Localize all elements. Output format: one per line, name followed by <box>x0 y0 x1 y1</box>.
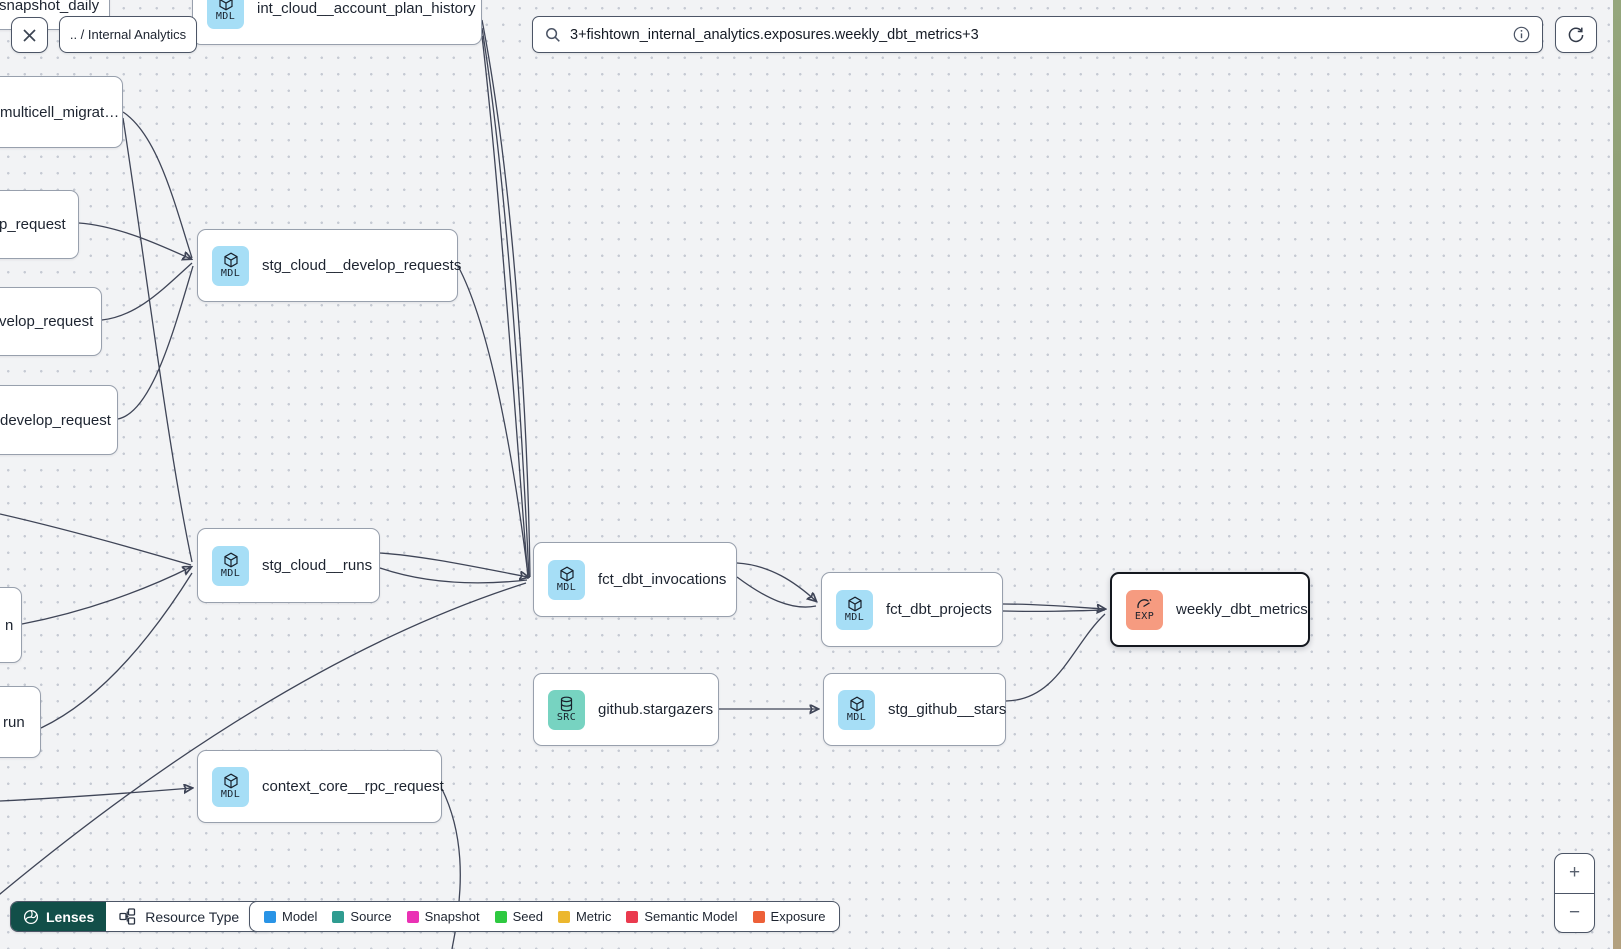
search-icon <box>546 27 560 42</box>
node-run-partial[interactable]: run <box>0 686 41 758</box>
node-label: stg_github__stars <box>888 701 1007 718</box>
lenses-icon <box>23 909 39 924</box>
cube-icon <box>849 696 864 712</box>
legend-item: Seed <box>494 909 543 924</box>
node-stg-cloud-develop-requests[interactable]: MDL stg_cloud__develop_requests <box>197 229 462 302</box>
breadcrumb[interactable]: .. / Internal Analytics <box>59 16 197 53</box>
node-label: int_cloud__account_plan_history <box>257 0 476 17</box>
exposure-badge: EXP <box>1126 589 1163 630</box>
cube-icon <box>223 552 238 568</box>
breadcrumb-label: .. / Internal Analytics <box>69 27 187 42</box>
model-badge: MDL <box>212 545 249 586</box>
source-badge: SRC <box>548 689 585 730</box>
zoom-out-button[interactable]: − <box>1568 901 1581 923</box>
node-fct-dbt-invocations[interactable]: MDL fct_dbt_invocations <box>533 542 737 617</box>
node-label: velop_request <box>0 313 94 330</box>
node-multicell-migration[interactable]: multicell_migrat… <box>0 76 123 148</box>
close-button[interactable] <box>11 17 48 53</box>
search-bar <box>532 16 1543 53</box>
node-label: weekly_dbt_metrics <box>1176 601 1308 618</box>
legend-swatch <box>494 910 507 923</box>
node-develop-request[interactable]: develop_request <box>0 385 118 455</box>
node-label: stg_cloud__runs <box>262 557 373 574</box>
lenses-label: Lenses <box>46 908 95 925</box>
node-velop-request[interactable]: velop_request <box>0 287 102 356</box>
legend-swatch <box>406 910 419 923</box>
zoom-in-button[interactable]: + <box>1555 854 1594 894</box>
node-stg-github-stars[interactable]: MDL stg_github__stars <box>823 673 1006 746</box>
desktop-edge-strip <box>1613 0 1621 949</box>
lenses-toolbar: Lenses Resource Type <box>10 901 275 932</box>
node-weekly-dbt-metrics[interactable]: EXP weekly_dbt_metrics <box>1110 572 1310 647</box>
resource-type-legend: Model Source Snapshot Seed Metric Semant… <box>249 901 841 932</box>
resource-type-dropdown[interactable]: Resource Type <box>106 902 274 931</box>
node-snapshot-daily[interactable]: snapshot_daily <box>0 0 110 30</box>
legend-swatch <box>557 910 570 923</box>
node-label: develop_request <box>0 411 111 429</box>
resource-type-label: Resource Type <box>145 908 240 925</box>
node-github-stargazers[interactable]: SRC github.stargazers <box>533 673 719 746</box>
legend-item: Metric <box>557 909 611 924</box>
resource-type-icon <box>119 908 136 925</box>
cube-icon <box>223 773 238 789</box>
model-badge: MDL <box>207 0 244 29</box>
node-n-partial[interactable]: n <box>0 587 22 663</box>
model-badge: MDL <box>212 245 249 286</box>
model-badge: MDL <box>838 689 875 730</box>
model-badge: MDL <box>548 559 585 600</box>
node-int-cloud-account-plan-history[interactable]: MDL int_cloud__account_plan_history <box>192 0 482 45</box>
node-label: p_request <box>0 216 66 233</box>
legend-swatch <box>264 910 276 923</box>
legend-swatch <box>626 910 639 923</box>
info-icon[interactable] <box>1513 26 1530 43</box>
legend-item: Exposure <box>752 909 825 924</box>
legend-swatch <box>332 910 345 923</box>
node-label: fct_dbt_projects <box>886 601 992 618</box>
node-label: run <box>3 713 25 731</box>
node-p-request[interactable]: p_request <box>0 190 79 259</box>
refresh-icon <box>1568 27 1584 42</box>
cube-icon <box>223 252 238 268</box>
search-input[interactable] <box>570 26 1504 43</box>
cube-icon <box>559 566 574 582</box>
legend-item: Semantic Model <box>626 909 738 924</box>
legend-item: Model <box>264 909 317 924</box>
node-label: snapshot_daily <box>0 0 100 14</box>
node-label: n <box>5 616 14 634</box>
node-stg-cloud-runs[interactable]: MDL stg_cloud__runs <box>197 528 380 603</box>
node-context-core-rpc-request[interactable]: MDL context_core__rpc_request <box>197 750 444 823</box>
legend-item: Snapshot <box>406 909 480 924</box>
node-fct-dbt-projects[interactable]: MDL fct_dbt_projects <box>821 572 1003 647</box>
node-label: context_core__rpc_request <box>262 778 444 795</box>
legend-item: Source <box>332 909 392 924</box>
node-label: multicell_migrat… <box>0 103 120 121</box>
zoom-controls: + − <box>1554 853 1595 933</box>
gauge-icon <box>1137 598 1152 609</box>
model-badge: MDL <box>212 766 249 807</box>
node-label: stg_cloud__develop_requests <box>262 257 462 274</box>
cube-icon <box>218 0 233 11</box>
cube-icon <box>847 596 862 612</box>
refresh-button[interactable] <box>1555 16 1597 53</box>
legend-swatch <box>752 910 765 923</box>
model-badge: MDL <box>836 589 873 630</box>
lenses-button[interactable]: Lenses <box>11 902 107 931</box>
database-icon <box>560 696 573 712</box>
node-label: fct_dbt_invocations <box>598 571 727 588</box>
node-label: github.stargazers <box>598 701 714 718</box>
close-icon <box>23 28 36 42</box>
